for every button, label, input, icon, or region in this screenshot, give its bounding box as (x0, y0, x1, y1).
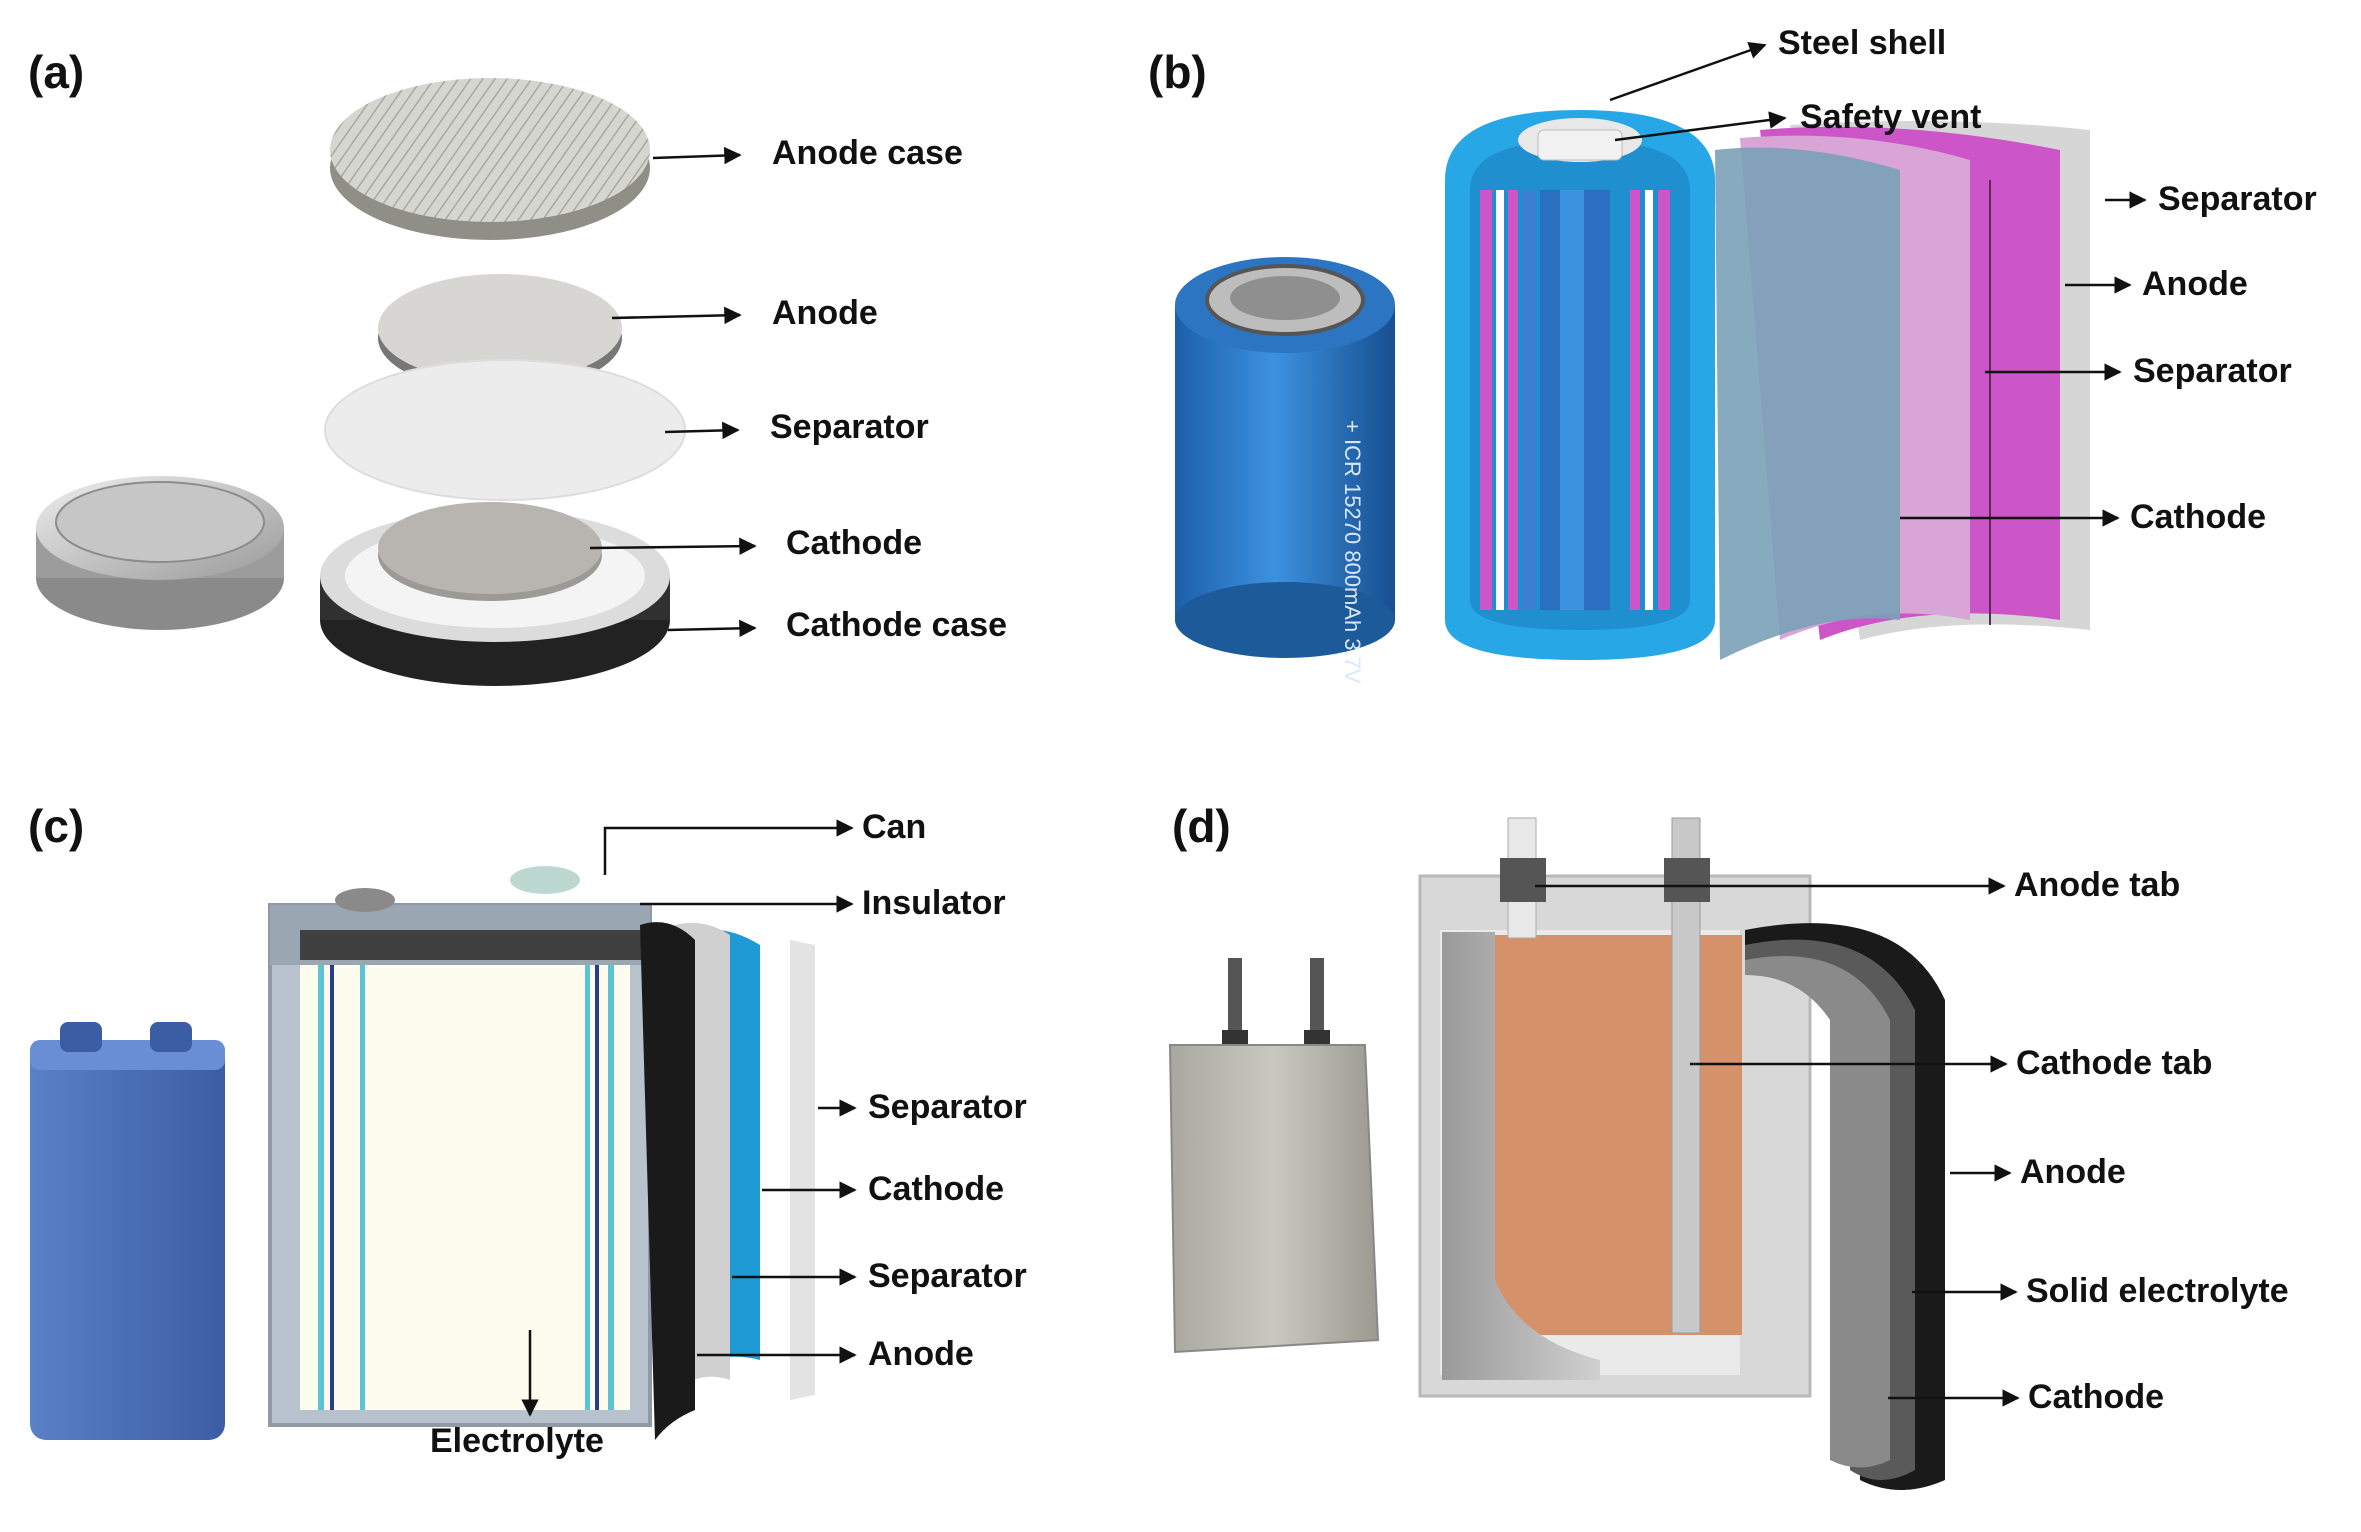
panel-b: (b) + ICR 15270 800mAh 3.7V (1148, 24, 2317, 684)
callout-cathode-b: Cathode (2130, 498, 2266, 536)
panel-label-a: (a) (28, 46, 84, 98)
callout-safety-vent: Safety vent (1800, 98, 1981, 136)
panel-label-d: (d) (1172, 800, 1231, 852)
callout-separator-c2: Separator (868, 1257, 1027, 1295)
anode-case-part (330, 78, 650, 240)
panel-label-b: (b) (1148, 46, 1207, 98)
callout-cathode-c: Cathode (868, 1170, 1004, 1208)
prismatic-layers (640, 922, 815, 1440)
cathode-part (378, 502, 602, 601)
callout-cathode-case: Cathode case (786, 606, 1007, 644)
callout-anode-d: Anode (2020, 1153, 2126, 1191)
panel-c: (c) Can (28, 800, 1027, 1460)
panel-label-c: (c) (28, 800, 84, 852)
cylindrical-cutaway (1445, 110, 1715, 660)
callout-anode-case: Anode case (772, 134, 963, 172)
callout-anode: Anode (772, 294, 878, 332)
callout-anode-c: Anode (868, 1335, 974, 1373)
prismatic-cutaway (268, 866, 652, 1427)
callout-insulator: Insulator (862, 884, 1006, 922)
prismatic-cell-photo (30, 1022, 225, 1440)
coin-cell-photo (36, 476, 284, 630)
callout-steel-shell: Steel shell (1778, 24, 1946, 62)
callout-solid-electrolyte: Solid electrolyte (2026, 1272, 2289, 1310)
separator-part (324, 359, 686, 501)
cell-marking: + ICR 15270 800mAh 3.7V (1340, 420, 1365, 684)
callout-separator-outer: Separator (2158, 180, 2317, 218)
panel-a: (a) Anode case (28, 46, 1007, 686)
callout-anode-tab: Anode tab (2014, 866, 2180, 904)
unrolled-layers (1715, 121, 2090, 660)
callout-separator: Separator (770, 408, 929, 446)
cylindrical-cell-photo: + ICR 15270 800mAh 3.7V (1175, 257, 1395, 684)
callout-cathode-d: Cathode (2028, 1378, 2164, 1416)
pouch-cell-photo (1168, 958, 1380, 1354)
callout-separator-inner: Separator (2133, 352, 2292, 390)
callout-can: Can (862, 808, 926, 846)
panel-d: (d) Anode tab Cathode tab A (1168, 800, 2289, 1490)
callout-separator-c1: Separator (868, 1088, 1027, 1126)
callout-cathode-tab: Cathode tab (2016, 1044, 2212, 1082)
callout-anode-b: Anode (2142, 265, 2248, 303)
pouch-cutaway (1418, 817, 1812, 1398)
callout-electrolyte: Electrolyte (430, 1422, 604, 1460)
callout-cathode: Cathode (786, 524, 922, 562)
